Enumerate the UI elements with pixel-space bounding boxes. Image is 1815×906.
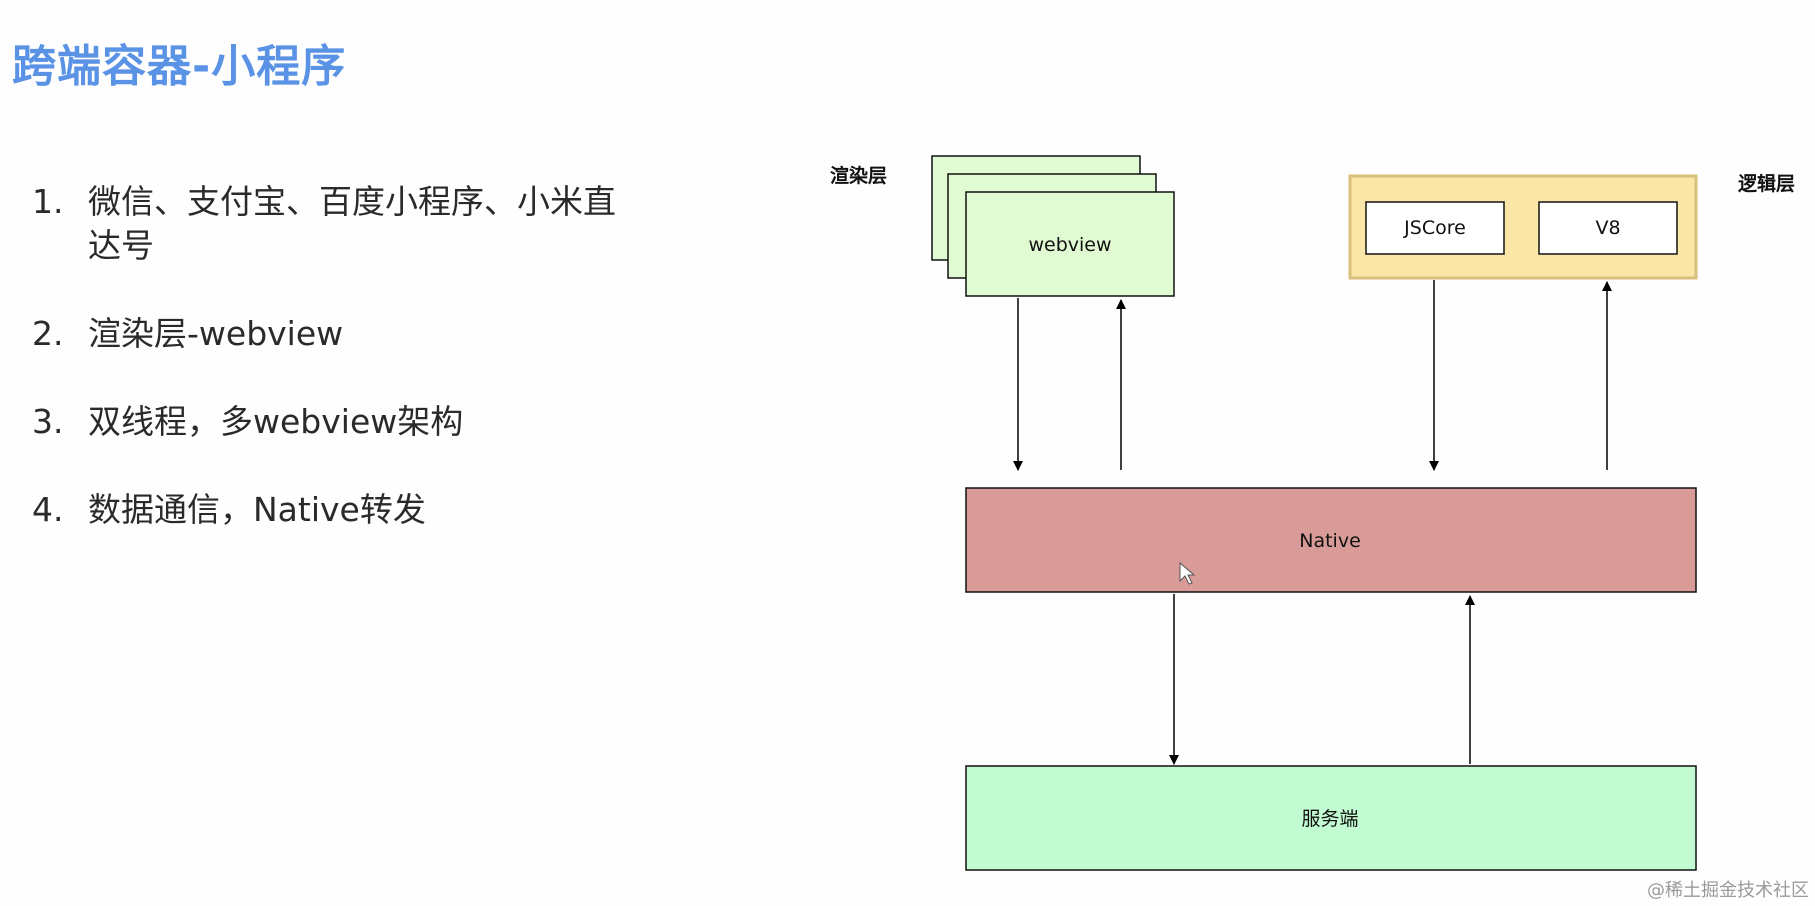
- v8-box: [1538, 201, 1678, 255]
- native-box: [965, 487, 1697, 593]
- bullet-list: 1. 微信、支付宝、百度小程序、小米直达号 2. 渲染层-webview 3. …: [32, 180, 672, 576]
- server-box: [965, 765, 1697, 871]
- logic-layer-label: 逻辑层: [1738, 172, 1795, 195]
- list-item: 1. 微信、支付宝、百度小程序、小米直达号: [32, 180, 672, 268]
- render-layer-label: 渲染层: [830, 164, 887, 187]
- list-number: 1.: [32, 182, 64, 221]
- list-number: 3.: [32, 402, 64, 441]
- native-label: Native: [1299, 530, 1361, 552]
- mouse-cursor-icon: [1179, 561, 1196, 585]
- list-text: 渲染层-webview: [88, 314, 344, 353]
- list-text: 双线程，多webview架构: [88, 402, 464, 441]
- list-number: 2.: [32, 314, 64, 353]
- list-number: 4.: [32, 490, 64, 529]
- watermark-text: @稀土掘金技术社区: [1647, 880, 1809, 901]
- webview-label: webview: [1028, 234, 1111, 256]
- slide-title: 跨端容器-小程序: [12, 41, 347, 92]
- server-label: 服务端: [1301, 808, 1358, 830]
- list-text: 数据通信，Native转发: [88, 490, 426, 529]
- list-text: 微信、支付宝、百度小程序、小米直达号: [88, 182, 616, 265]
- jscore-box: [1365, 201, 1505, 255]
- list-item: 2. 渲染层-webview: [32, 312, 672, 356]
- jscore-label: JSCore: [1403, 217, 1466, 239]
- list-item: 4. 数据通信，Native转发: [32, 488, 672, 532]
- list-item: 3. 双线程，多webview架构: [32, 400, 672, 444]
- v8-label: V8: [1595, 217, 1620, 239]
- webview-box: [965, 191, 1175, 297]
